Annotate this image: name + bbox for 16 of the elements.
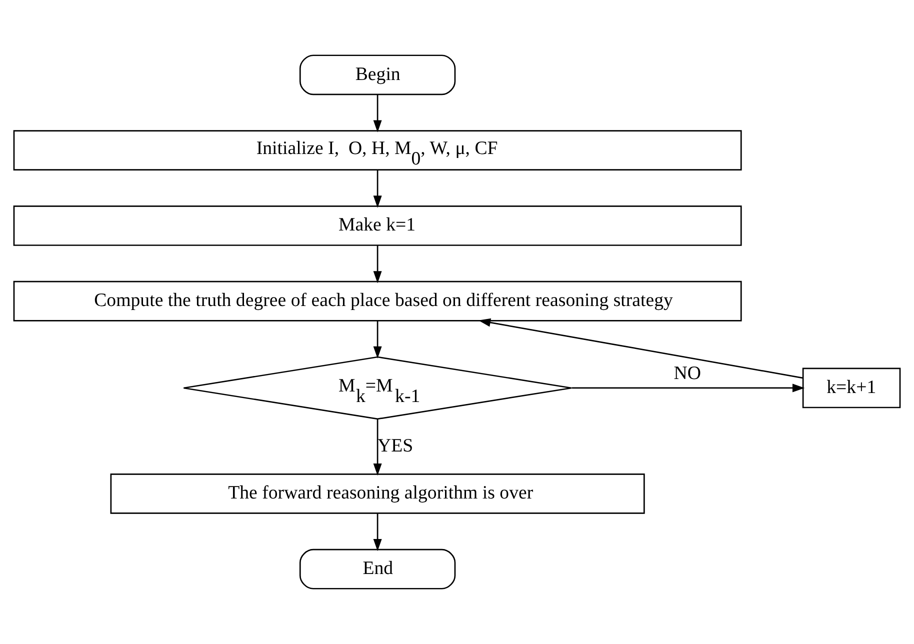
arrow xyxy=(373,320,382,359)
node-box: k=k+1 xyxy=(802,368,901,408)
edge-label: YES xyxy=(378,436,414,457)
arrow xyxy=(373,170,382,208)
node-box: Compute the truth degree of each place based on different reasoning strategy xyxy=(13,280,742,322)
node-box: End xyxy=(299,548,456,590)
arrow xyxy=(478,318,803,379)
edge-label: NO xyxy=(674,362,702,384)
arrow xyxy=(373,94,382,132)
arrow xyxy=(572,384,805,392)
arrow xyxy=(373,245,382,284)
node-box: Make k=1 xyxy=(13,206,742,246)
arrow xyxy=(373,513,382,552)
node-box: The forward reasoning algorithm is over xyxy=(110,473,645,514)
arrow xyxy=(373,419,382,476)
node-box: Begin xyxy=(299,54,456,96)
